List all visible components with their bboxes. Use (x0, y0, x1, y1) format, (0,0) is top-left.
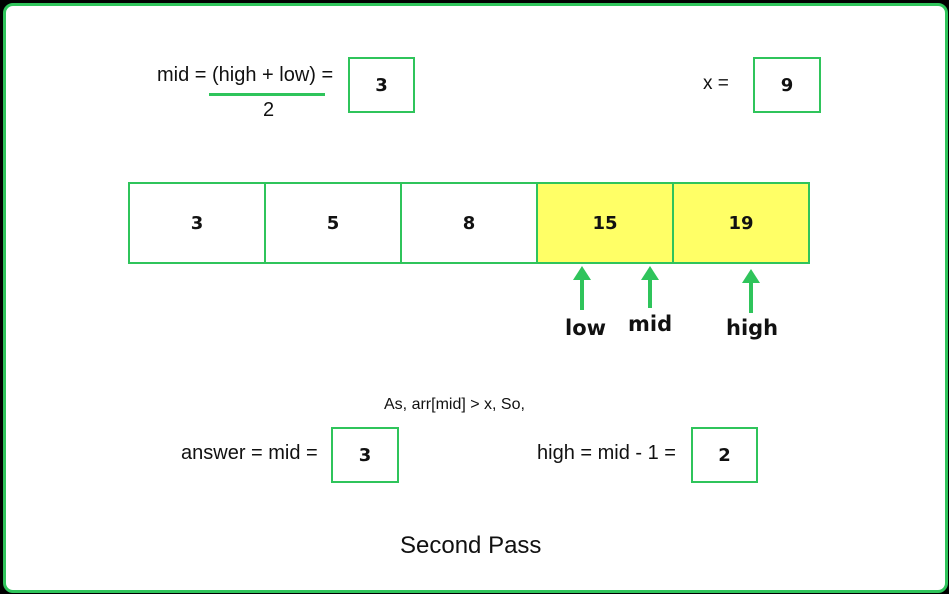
target-label: x = (703, 73, 729, 94)
mid-arrow-icon (641, 266, 659, 308)
high-update-value-box: 2 (691, 427, 758, 483)
mid-pointer-label: mid (628, 312, 673, 336)
high-arrow-icon (742, 269, 760, 313)
answer-label: answer = mid = (181, 442, 318, 464)
answer-value-box: 3 (331, 427, 399, 483)
mid-formula-numerator: mid = (high + low) = (157, 64, 334, 86)
high-update-label: high = mid - 1 = (537, 442, 676, 464)
mid-result-box: 3 (348, 57, 415, 113)
low-arrow-icon (573, 266, 591, 310)
mid-formula-denominator: 2 (263, 99, 275, 121)
array-cell-highlighted: 19 (672, 182, 810, 264)
low-pointer-label: low (565, 316, 607, 340)
array-cell: 8 (400, 182, 538, 264)
diagram-caption: Second Pass (400, 532, 542, 559)
high-pointer-label: high (726, 316, 779, 340)
array-cell: 3 (128, 182, 266, 264)
array-cell-highlighted: 15 (536, 182, 674, 264)
fraction-bar (209, 93, 325, 96)
array: 3 5 8 15 19 (128, 182, 810, 264)
target-value-box: 9 (753, 57, 821, 113)
array-cell: 5 (264, 182, 402, 264)
condition-text: As, arr[mid] > x, So, (384, 396, 525, 413)
